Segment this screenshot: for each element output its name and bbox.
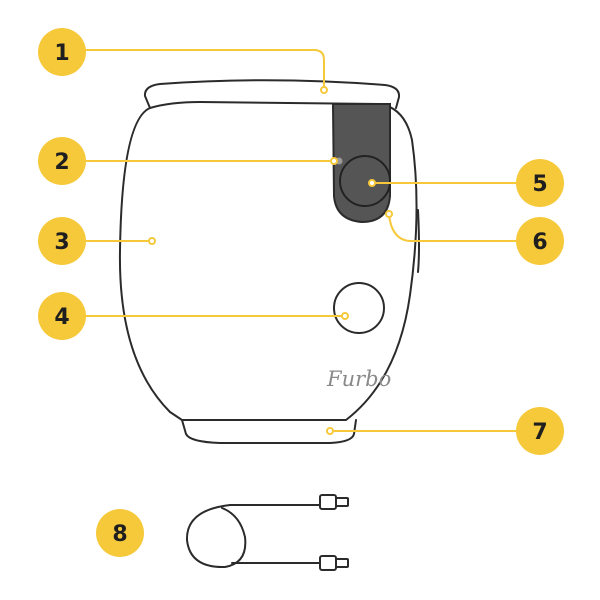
badge-number-5: 5	[532, 172, 547, 197]
badge-circle-7	[516, 407, 564, 455]
badge-number-4: 4	[54, 305, 69, 330]
leader-dots	[148, 86, 393, 435]
badge-circle-8	[96, 509, 144, 557]
leader-dot-3	[148, 237, 156, 245]
badge-circle-1	[38, 28, 86, 76]
callout-badge-6: 6	[516, 217, 564, 265]
badge-number-8: 8	[112, 522, 127, 547]
leader-dot-5	[368, 179, 376, 187]
leader-dot-2	[330, 157, 338, 165]
treat-opening-shape	[333, 282, 385, 334]
badge-circle-4	[38, 292, 86, 340]
callout-badge-1: 1	[38, 28, 86, 76]
cable-lower-tip	[335, 558, 349, 568]
leader-1	[79, 49, 325, 91]
callout-badge-3: 3	[38, 217, 86, 265]
callout-badges: 1 2 3 4 5 6 7 8	[38, 28, 564, 557]
cable-upper-tip	[335, 497, 349, 507]
badge-circle-6	[516, 217, 564, 265]
leader-6	[388, 214, 521, 242]
cable-upper-plug	[319, 494, 337, 510]
callout-badge-4: 4	[38, 292, 86, 340]
cable-coil	[185, 504, 321, 569]
leader-dot-7	[326, 427, 334, 435]
badge-number-1: 1	[54, 41, 69, 66]
badge-number-6: 6	[532, 230, 547, 255]
badge-number-3: 3	[54, 230, 69, 255]
camera-lens-shape	[339, 155, 391, 207]
callout-badge-7: 7	[516, 407, 564, 455]
top-lid-shape	[143, 79, 401, 109]
leader-dot-4	[341, 312, 349, 320]
badge-number-7: 7	[532, 420, 547, 445]
callout-badge-8: 8	[96, 509, 144, 557]
device-illustration	[118, 79, 420, 444]
callout-badge-2: 2	[38, 137, 86, 185]
brand-logo: Furbo	[326, 367, 391, 391]
leader-lines	[79, 49, 521, 432]
badge-circle-2	[38, 137, 86, 185]
base-shape	[181, 419, 357, 444]
callout-badge-5: 5	[516, 159, 564, 207]
leader-dot-6	[385, 210, 393, 218]
badge-circle-5	[516, 159, 564, 207]
side-accent-line	[417, 209, 420, 273]
camera-panel	[331, 103, 391, 224]
device-body-shape	[118, 101, 418, 421]
usb-cable	[185, 494, 349, 571]
badge-circle-3	[38, 217, 86, 265]
leader-dot-1	[320, 86, 328, 94]
cable-lower-plug	[319, 555, 337, 571]
badge-number-2: 2	[54, 150, 69, 175]
